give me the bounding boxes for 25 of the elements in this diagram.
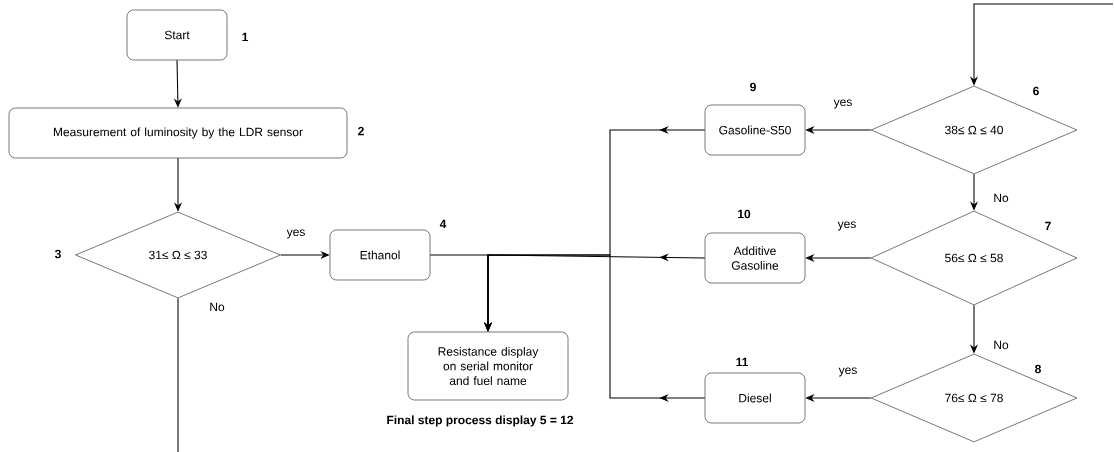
step-number: 6 [1033,86,1039,96]
edge-label: No [210,302,225,312]
step-number: 3 [54,249,61,259]
process-box: Measurement of luminosity by the LDR sensor [8,107,348,159]
process-box: Start [126,9,228,61]
edge-label: No [994,340,1009,350]
process-box: Gasoline-S50 [704,104,806,156]
process-box: Diesel [704,372,806,424]
step-number: Final step process display 5 = 12 [387,415,574,427]
process-box: Additive Gasoline [704,232,806,284]
step-number: 10 [738,209,751,219]
step-number: 4 [439,219,447,229]
process-box: Ethanol [329,229,431,281]
edge-label: yes [837,221,856,231]
edge-label: yes [286,229,305,239]
edge-label: yes [838,367,857,377]
process-box: Resistance display on serial monitor and fuel name [407,331,569,401]
step-number: 9 [750,82,756,92]
step-number: 7 [1045,221,1051,231]
step-number: 8 [1035,364,1041,374]
step-number: 2 [358,126,364,136]
edge-label: No [994,193,1009,203]
edge-label: yes [833,99,852,109]
step-number: 11 [736,357,748,367]
step-number: 1 [242,32,248,42]
